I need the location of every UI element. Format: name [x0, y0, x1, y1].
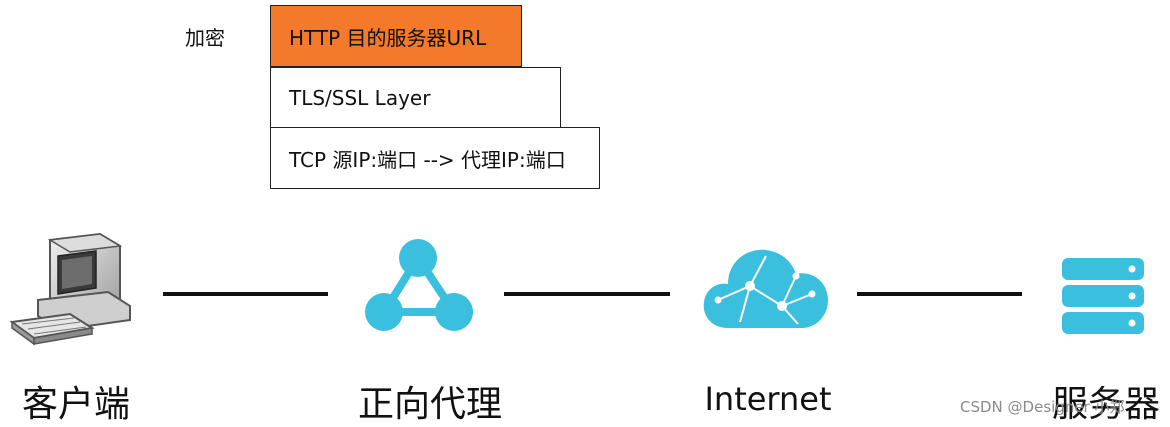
connector-line	[857, 292, 1022, 296]
watermark: CSDN @Designer 小郑	[960, 398, 1125, 416]
connector-line	[163, 292, 328, 296]
cloud-icon	[700, 240, 835, 335]
server-icon	[1060, 256, 1146, 336]
connector-line	[504, 292, 670, 296]
node-label-internet: Internet	[704, 380, 832, 418]
packet-layer-tcp: TCP 源IP:端口 --> 代理IP:端口	[270, 127, 600, 189]
node-label-client: 客户端	[21, 384, 131, 425]
encryption-label: 加密	[185, 26, 225, 50]
packet-layer-http: HTTP 目的服务器URL	[270, 5, 522, 67]
proxy-icon	[360, 238, 480, 348]
packet-layer-tls: TLS/SSL Layer	[270, 67, 561, 128]
computer-icon	[8, 230, 138, 350]
node-label-proxy: 正向代理	[357, 384, 503, 425]
node-label-server: 服务器	[1051, 384, 1161, 425]
